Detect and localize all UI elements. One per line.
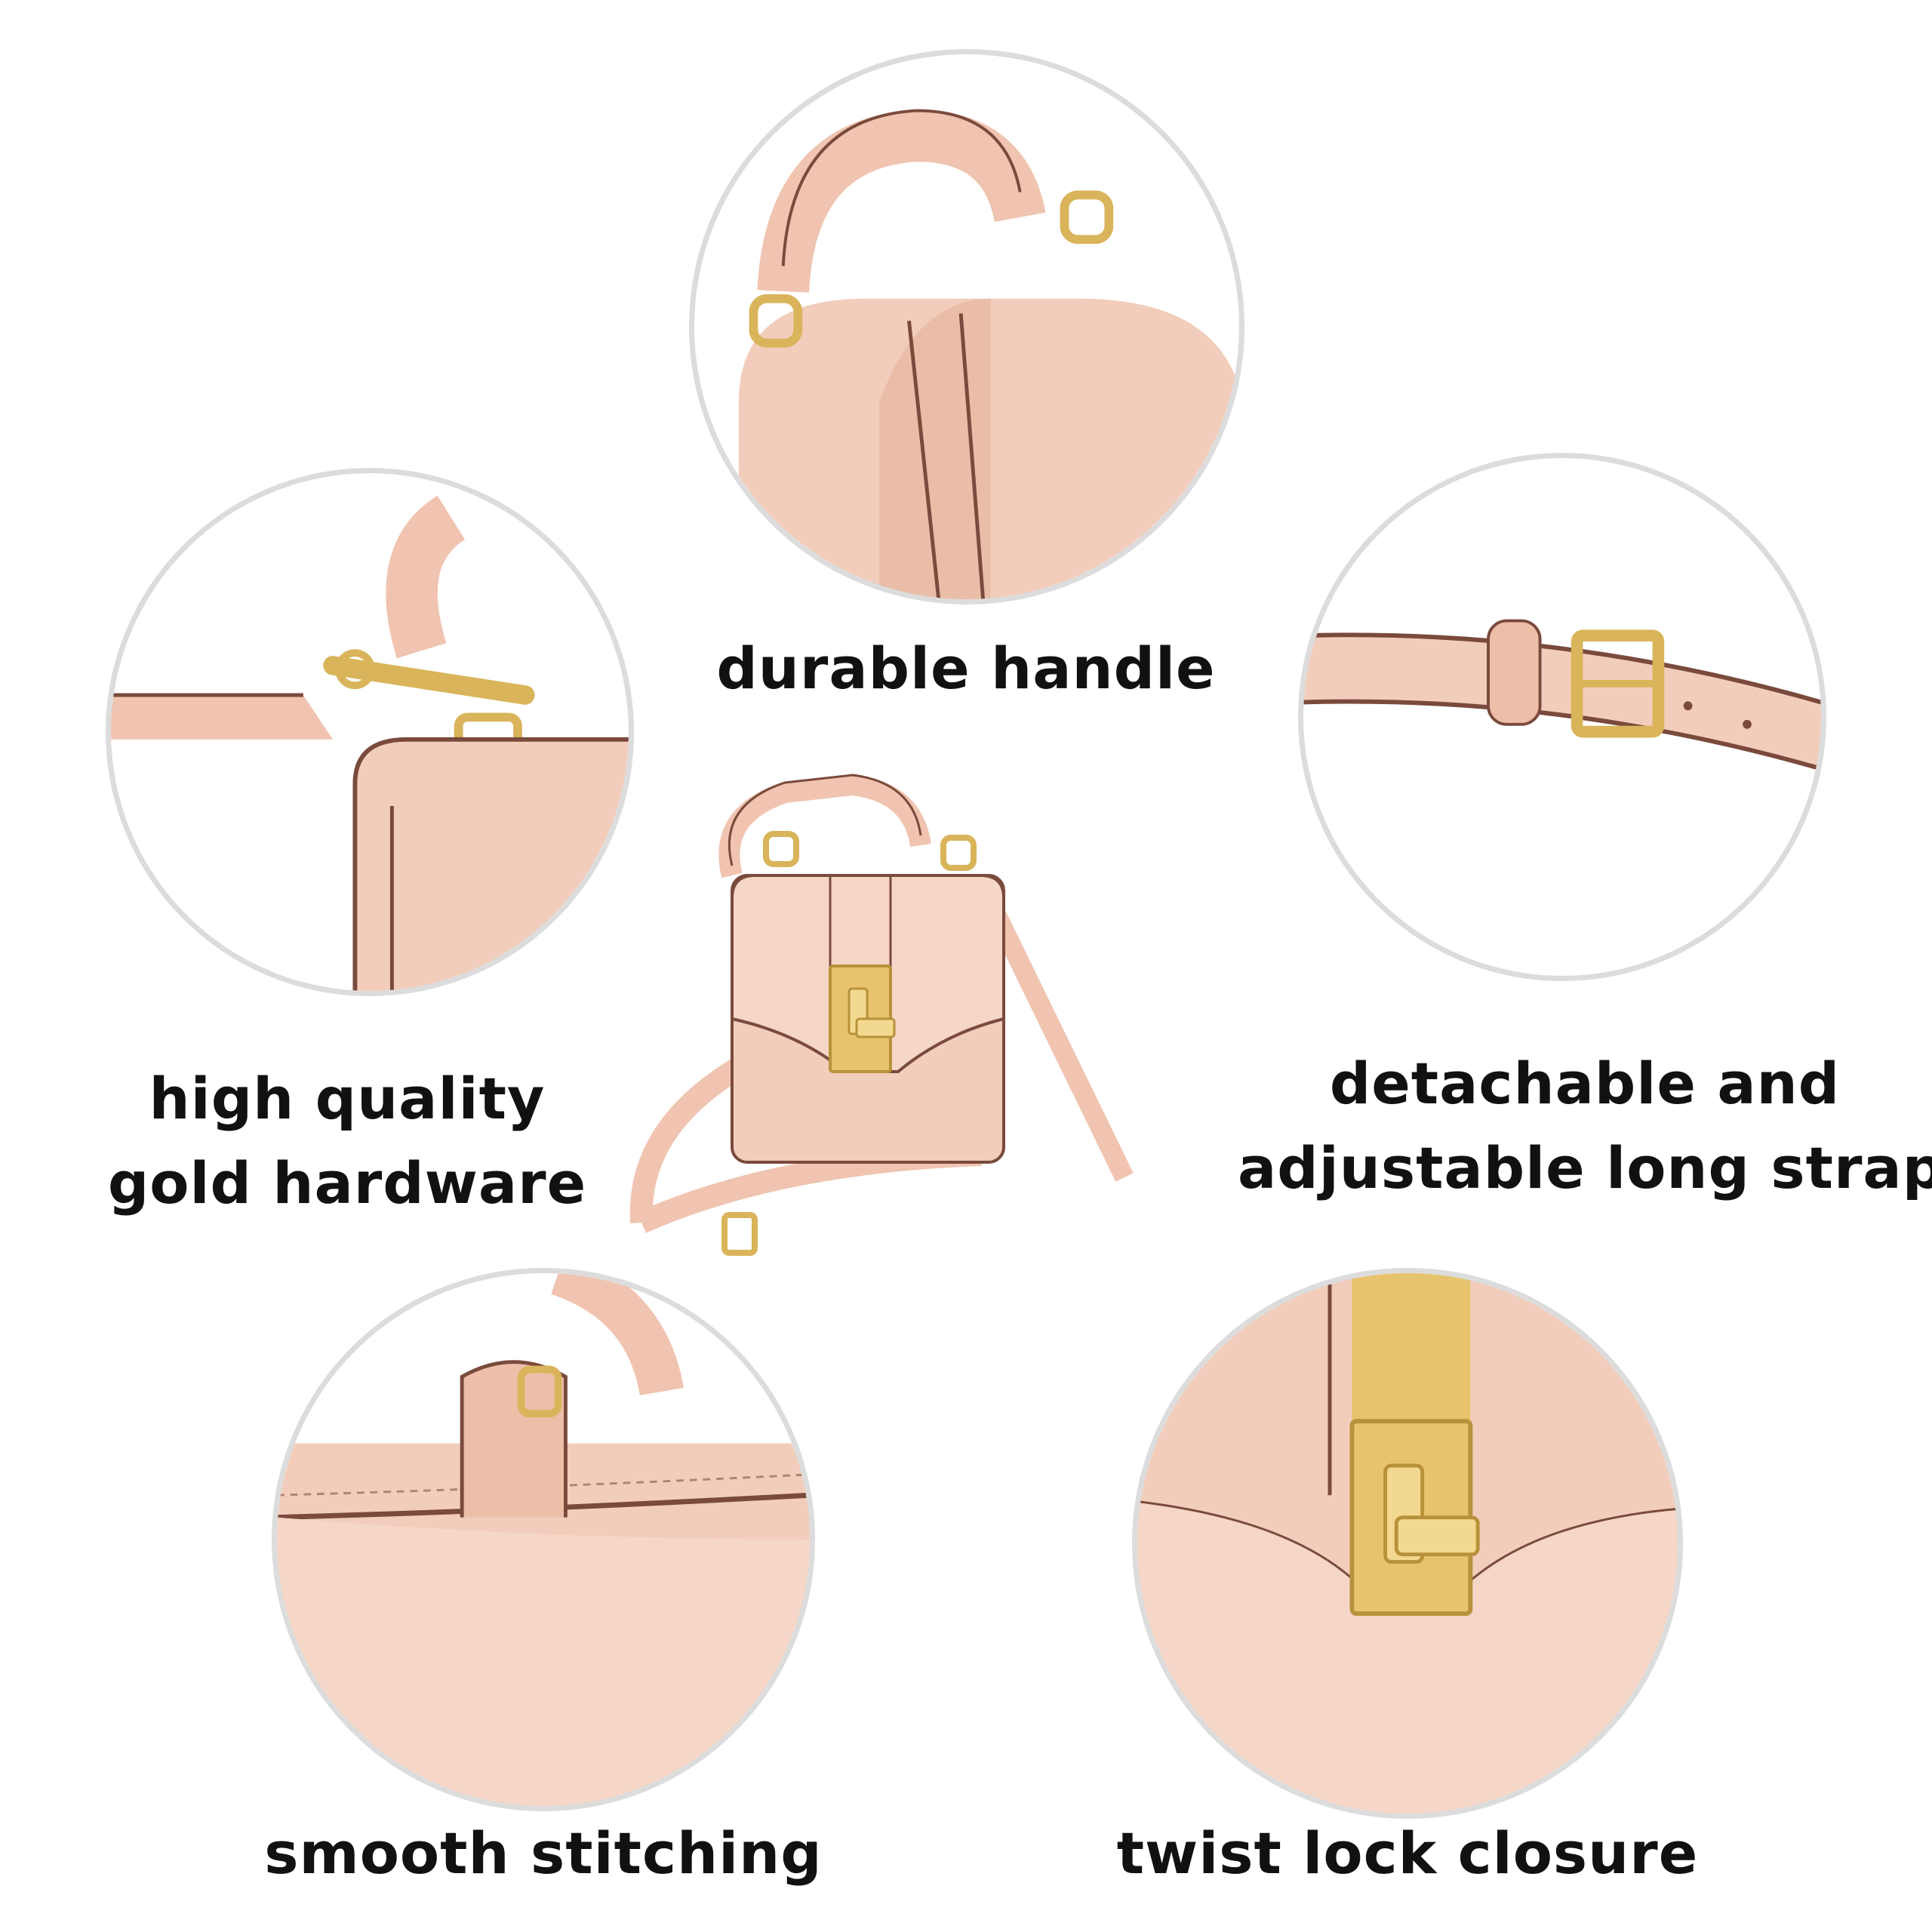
stitching-closeup-icon bbox=[277, 1273, 810, 1806]
hardware-caption-line-2: gold hardware bbox=[107, 1149, 587, 1217]
strap-caption-line-2: adjustable long strap bbox=[1238, 1134, 1932, 1201]
product-image bbox=[626, 770, 1275, 1268]
pink-crossbody-bag-icon bbox=[629, 774, 1134, 1256]
lock-caption: twist lock closure bbox=[1109, 1811, 1706, 1896]
hardware-caption-line-1: high quality bbox=[149, 1065, 546, 1132]
handle-caption-text: durable handle bbox=[716, 635, 1216, 702]
lock-closeup-icon bbox=[1137, 1273, 1678, 1814]
handle-closeup-icon bbox=[694, 54, 1239, 599]
strap-caption: detachable and adjustable long strap bbox=[1238, 1041, 1932, 1211]
stitching-caption-text: smooth stitching bbox=[264, 1820, 823, 1887]
stitching-caption: smooth stitching bbox=[226, 1811, 860, 1896]
strap-closeup-icon bbox=[1303, 458, 1821, 976]
hardware-closeup-icon bbox=[111, 473, 629, 991]
lock-closeup-image bbox=[1132, 1268, 1683, 1819]
stitching-closeup-image bbox=[272, 1268, 815, 1811]
handle-caption: durable handle bbox=[664, 626, 1268, 711]
hardware-caption: high quality gold hardware bbox=[68, 1057, 626, 1226]
strap-closeup-image bbox=[1298, 453, 1826, 981]
handle-closeup-image bbox=[689, 49, 1244, 605]
lock-caption-text: twist lock closure bbox=[1116, 1820, 1699, 1887]
strap-caption-line-1: detachable and bbox=[1329, 1050, 1841, 1117]
hardware-closeup-image bbox=[106, 468, 634, 996]
